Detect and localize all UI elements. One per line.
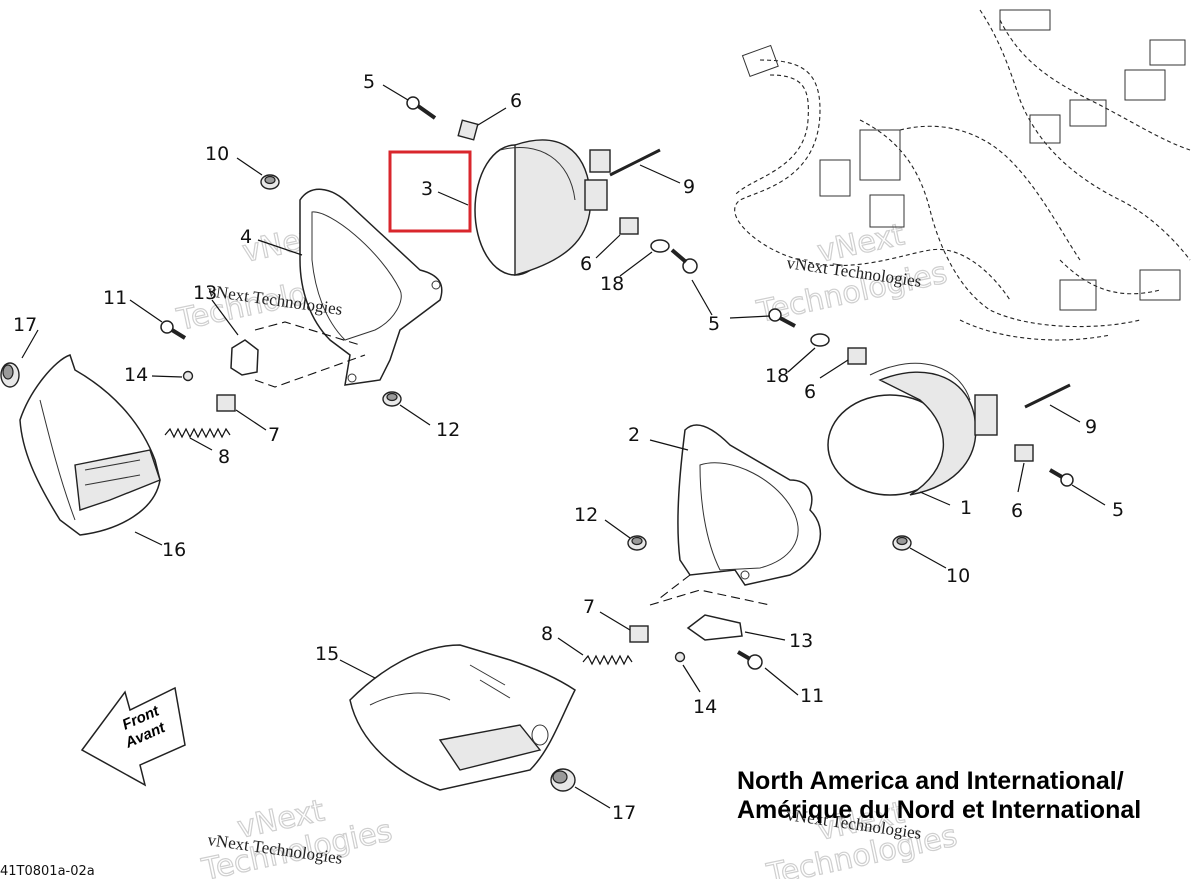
screw-5-mid (670, 248, 698, 274)
front-direction-arrow: Front Avant (80, 686, 186, 787)
bolt-9-top (609, 148, 661, 177)
spring-8-left (164, 427, 231, 439)
callout-2: 2 (628, 424, 640, 446)
callout-14-left: 14 (124, 364, 148, 386)
figure-code: 41T0801a-02a (0, 864, 95, 879)
callout-12-left: 12 (436, 419, 460, 441)
nut-10-top (260, 174, 280, 190)
callout-numbers: 1 2 3 4 5 5 5 6 6 6 6 7 7 8 8 9 9 10 10 … (13, 71, 1124, 824)
callout-9-right: 9 (1085, 416, 1097, 438)
callout-6-mid: 6 (580, 253, 592, 275)
callout-18-right: 18 (765, 365, 789, 387)
nut-10-right (892, 535, 912, 551)
clip-6-right (847, 347, 867, 365)
screw-5-lower (1048, 468, 1074, 487)
assembly-line (659, 574, 691, 599)
assembly-line (254, 354, 366, 388)
cover-16 (19, 354, 161, 536)
assembly-line (649, 589, 771, 606)
screw-5-right (768, 308, 796, 328)
callout-18-top: 18 (600, 273, 624, 295)
callout-9-top: 9 (683, 176, 695, 198)
clip-7-right (629, 625, 649, 643)
screw-5-top (406, 96, 437, 120)
headlight-3 (474, 139, 611, 276)
callout-10-top: 10 (205, 143, 229, 165)
screw-14-left (182, 370, 194, 382)
callout-5-lower: 5 (1112, 499, 1124, 521)
diagram-title-line-2: Amérique du Nord et International (737, 796, 1141, 824)
callout-6-lower: 6 (1011, 500, 1023, 522)
callout-11-right: 11 (800, 685, 824, 707)
screw-11-right (736, 650, 763, 670)
callout-17-bottom: 17 (612, 802, 636, 824)
assembly-line (254, 321, 361, 346)
callout-6-top: 6 (510, 90, 522, 112)
callout-17-left: 17 (13, 314, 37, 336)
callout-11-left: 11 (103, 287, 127, 309)
callout-10-right: 10 (946, 565, 970, 587)
nut-12-left (382, 391, 402, 407)
nut-12-right (627, 535, 647, 551)
bracket-13-left (230, 339, 259, 376)
callout-12-right: 12 (574, 504, 598, 526)
callout-14-right: 14 (693, 696, 717, 718)
headlight-1 (827, 362, 998, 496)
screw-11-left (160, 320, 187, 340)
clip-6-top (457, 119, 479, 141)
callout-7-right: 7 (583, 596, 595, 618)
bracket-4 (299, 188, 443, 386)
callout-1: 1 (960, 497, 972, 519)
callout-5-mid: 5 (708, 313, 720, 335)
callout-15: 15 (315, 643, 339, 665)
clip-6-lower (1014, 444, 1034, 462)
washer-18-right (810, 333, 830, 347)
diagram-title-line-1: North America and International/ (737, 767, 1124, 795)
plug-17-bottom (550, 768, 576, 792)
bracket-2 (677, 424, 821, 586)
callout-8-left: 8 (218, 446, 230, 468)
clip-7-left (216, 394, 236, 412)
callout-16: 16 (162, 539, 186, 561)
callout-13-right: 13 (789, 630, 813, 652)
cover-15 (349, 644, 576, 791)
bolt-9-right (1024, 383, 1071, 409)
spring-8-right (582, 654, 633, 666)
callout-13-left: 13 (193, 282, 217, 304)
leader-lines (21, 84, 1106, 809)
highlight-box (388, 150, 472, 233)
bracket-13-right (686, 614, 743, 641)
callout-6-right: 6 (804, 381, 816, 403)
callout-7-left: 7 (268, 424, 280, 446)
washer-18-top (650, 239, 670, 253)
callout-3: 3 (421, 178, 433, 200)
callout-4: 4 (240, 226, 252, 248)
callout-8-right: 8 (541, 623, 553, 645)
callout-5-top: 5 (363, 71, 375, 93)
plug-17-left (0, 362, 20, 388)
screw-14-right (674, 651, 686, 663)
clip-6-mid (619, 217, 639, 235)
wiring-harness (734, 9, 1191, 341)
